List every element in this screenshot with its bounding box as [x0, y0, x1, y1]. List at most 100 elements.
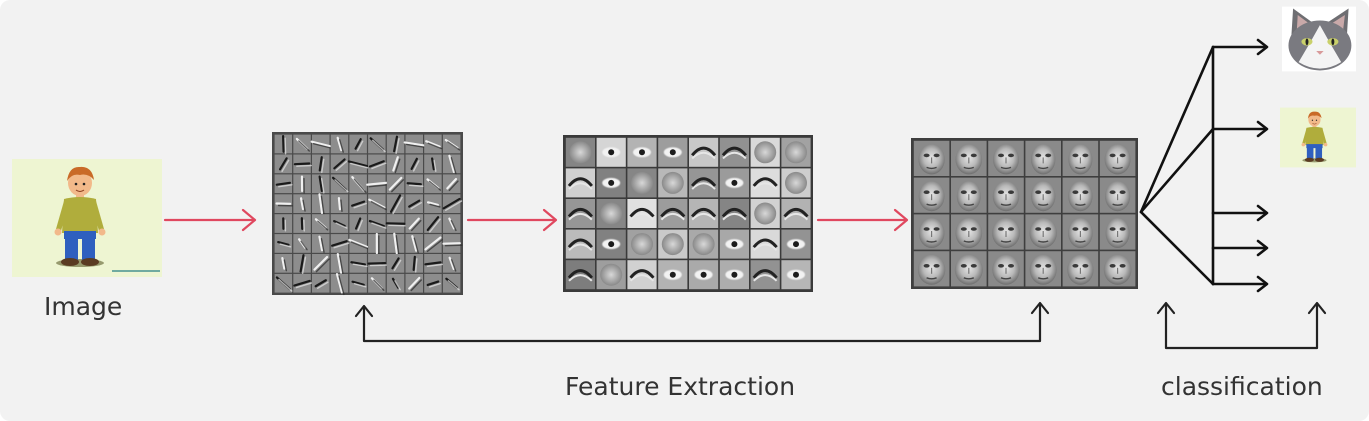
- part-feature-tile: [596, 229, 626, 259]
- part-feature-tile: [689, 229, 719, 259]
- edge-filter-tile: [424, 234, 444, 253]
- high-level-features-panel: [911, 138, 1138, 289]
- edge-filter-tile: [274, 234, 293, 253]
- part-feature-tile: [565, 260, 595, 290]
- face-feature-tile: [1099, 140, 1136, 176]
- edge-filter-tile: [403, 134, 427, 154]
- edge-filter-tile: [386, 154, 405, 174]
- part-feature-tile: [689, 260, 719, 290]
- part-feature-tile: [596, 260, 626, 290]
- face-feature-tile: [1025, 214, 1061, 250]
- part-feature-tile: [658, 168, 688, 198]
- edge-filter-tile: [274, 174, 293, 194]
- face-feature-tile: [951, 214, 987, 250]
- part-feature-tile: [658, 260, 688, 290]
- part-feature-tile: [565, 199, 595, 228]
- part-feature-tile: [596, 168, 626, 198]
- face-feature-tile: [913, 177, 950, 213]
- classification-label: classification: [1161, 372, 1323, 401]
- edge-filter-tile: [442, 273, 461, 293]
- part-feature-tile: [719, 199, 749, 228]
- face-feature-tile: [1025, 140, 1061, 176]
- edge-filter-tile: [367, 254, 388, 273]
- part-feature-tile: [719, 168, 749, 198]
- flow-arrow-2: [466, 208, 558, 232]
- edge-filter-tile: [349, 273, 367, 293]
- edge-filter-tile: [405, 234, 423, 254]
- face-feature-tile: [951, 140, 987, 176]
- edge-filter-tile: [293, 254, 311, 275]
- part-feature-tile: [719, 137, 749, 167]
- edge-filter-tile: [274, 154, 293, 174]
- edge-filter-tile: [386, 194, 405, 215]
- edge-filter-tile: [386, 174, 405, 194]
- part-feature-tile: [627, 229, 657, 259]
- part-feature-tile: [750, 168, 780, 198]
- part-feature-tile: [781, 229, 811, 259]
- part-feature-tile: [596, 137, 626, 167]
- edge-filter-tile: [349, 214, 367, 233]
- edge-filter-tile: [405, 273, 423, 293]
- edge-filter-tile: [424, 134, 443, 154]
- edge-filter-tile: [424, 154, 442, 174]
- part-feature-tile: [627, 137, 657, 167]
- input-image-label: Image: [44, 292, 123, 321]
- edge-filter-tile: [442, 214, 461, 233]
- edge-filter-tile: [349, 174, 367, 194]
- edge-filter-tile: [349, 254, 368, 273]
- part-feature-tile: [596, 199, 626, 228]
- feature-extraction-bracket: [354, 301, 1050, 343]
- classification-bracket: [1156, 301, 1327, 350]
- edge-filter-tile: [330, 234, 350, 253]
- edge-filter-tile: [442, 134, 461, 154]
- edge-filter-tile: [312, 174, 330, 194]
- edge-filter-tile: [385, 214, 408, 233]
- part-feature-tile: [658, 137, 688, 167]
- part-feature-tile: [689, 137, 719, 167]
- edge-filter-tile: [442, 254, 461, 273]
- edge-filter-tile: [312, 214, 330, 233]
- edge-filter-tile: [386, 254, 405, 273]
- edge-filter-tile: [405, 194, 423, 213]
- part-feature-tile: [781, 137, 811, 167]
- face-feature-tile: [988, 177, 1024, 213]
- edge-filter-tile: [330, 174, 349, 194]
- edge-filter-tile: [312, 254, 330, 273]
- edge-filter-tile: [405, 154, 423, 174]
- edge-filter-tile: [368, 273, 386, 293]
- edge-filter-tile: [442, 194, 463, 213]
- edge-filter-tile: [293, 234, 311, 253]
- edge-filter-tile: [386, 273, 405, 293]
- edge-filter-tile: [274, 214, 293, 233]
- edge-filter-tile: [386, 232, 405, 256]
- part-feature-tile: [781, 260, 811, 290]
- edge-filter-tile: [368, 194, 388, 213]
- edge-filter-tile: [293, 174, 311, 194]
- edge-filter-tile: [312, 154, 330, 174]
- edge-filter-tile: [312, 273, 330, 293]
- edge-filter-tile: [347, 154, 371, 174]
- edge-filter-tile: [349, 134, 367, 154]
- edge-filter-tile: [405, 214, 423, 233]
- edge-filter-tile: [442, 234, 463, 253]
- part-feature-tile: [750, 199, 780, 228]
- edge-filter-tile: [310, 134, 333, 154]
- flow-arrow-1: [163, 208, 257, 232]
- edge-filter-tile: [274, 194, 293, 213]
- part-feature-tile: [781, 199, 811, 228]
- face-feature-tile: [988, 214, 1024, 250]
- face-feature-tile: [988, 140, 1024, 176]
- part-feature-tile: [658, 199, 688, 228]
- face-feature-tile: [1099, 251, 1136, 287]
- part-feature-tile: [565, 229, 595, 259]
- part-feature-tile: [658, 229, 688, 259]
- part-feature-tile: [689, 168, 719, 198]
- edge-filter-tile: [293, 273, 313, 293]
- edge-filter-tile: [405, 174, 424, 194]
- edge-filter-tile: [293, 194, 311, 213]
- edge-filter-tile: [366, 174, 390, 194]
- edge-filter-tile: [330, 252, 349, 276]
- part-feature-tile: [627, 168, 657, 198]
- classification-fanout: [1139, 38, 1269, 293]
- face-feature-tile: [913, 140, 950, 176]
